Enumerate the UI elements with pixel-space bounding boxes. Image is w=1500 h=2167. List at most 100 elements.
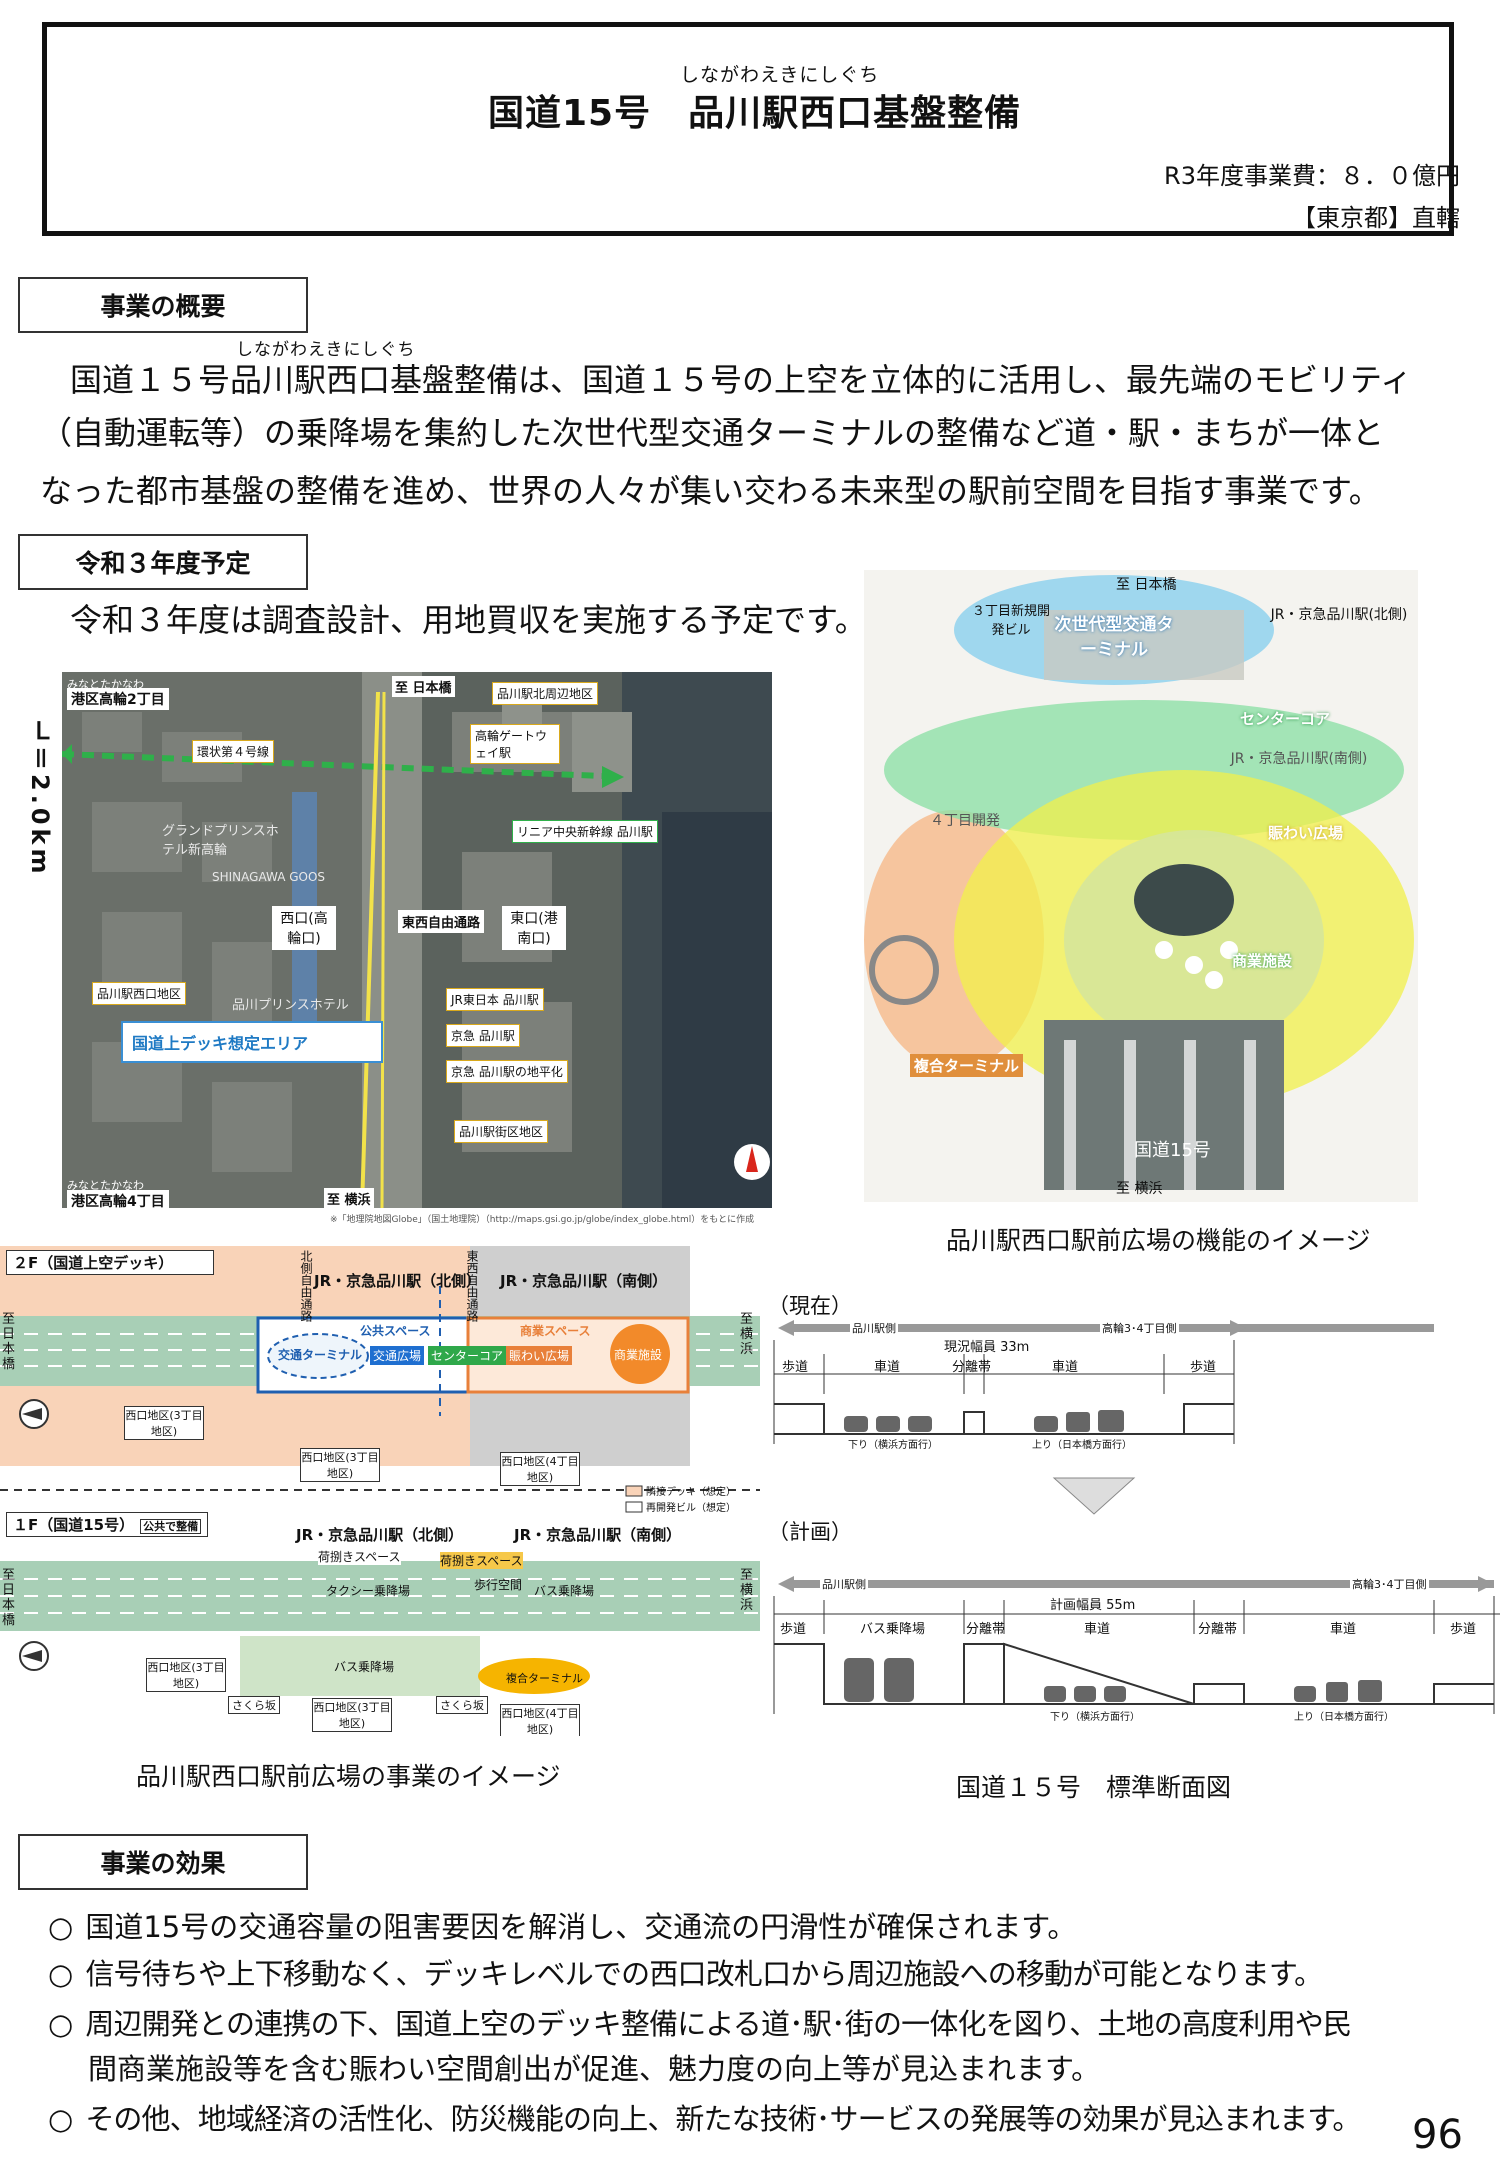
plan-zone-plaza: 賑わい広場: [506, 1346, 573, 1365]
plan-legend-deck: 隣接デッキ（想定）: [646, 1487, 736, 1498]
plan-floor2: ２F（国道上空デッキ）: [6, 1250, 215, 1275]
section-plan-bus: バス乗降場: [860, 1622, 926, 1637]
budget-text: R3年度事業費：８．０億円: [1164, 162, 1460, 190]
overview-ruby: しながわえきにしぐち: [236, 340, 416, 360]
jurisdiction-text: 【東京都】直轄: [1292, 204, 1460, 232]
plan-slope-2: さくら坂: [436, 1696, 488, 1714]
overview-line-1: 国道１５号品川駅西口基盤整備は、国道１５号の上空を立体的に活用し、最先端のモビリ…: [70, 361, 1413, 399]
section-cur-up: 上り（日本橋方面行）: [1032, 1440, 1132, 1451]
callout-kita-district: 品川駅北周辺地区: [492, 682, 599, 705]
plan-f1-loading-2: 荷捌きスペース: [440, 1552, 523, 1569]
plan-caption: 品川駅西口駅前広場の事業のイメージ: [136, 1762, 561, 1791]
aerial-top-ruby: みなとたかなわ: [67, 678, 144, 691]
map-name-prince: 品川プリンスホテル: [232, 998, 349, 1013]
aerial-top-label: 港区高輪2丁目: [67, 688, 169, 710]
section-plan-road-2: 車道: [1330, 1622, 1357, 1637]
plan-district-2: 西口地区(3丁目地区): [300, 1448, 380, 1482]
plan-f1-walkway: 歩行空間: [474, 1578, 523, 1592]
effect-text-1: 国道15号の交通容量の阻害要因を解消し、交通流の円滑性が確保されます。: [85, 1910, 1077, 1944]
aerial-side-label: 国道15号 品川駅西口基盤整備 延長Ｌ＝2.0km: [20, 668, 94, 1208]
persp-next-terminal: 次世代型交通ターミナル: [1054, 615, 1174, 660]
plan-public-space: 公共スペース: [360, 1324, 431, 1338]
section-current-right: 高輪3･4丁目側: [1100, 1320, 1179, 1336]
persp-jr-south: JR・京急品川駅(南側): [1230, 751, 1368, 767]
page-number: 96: [1412, 2112, 1463, 2158]
persp-jr-north: JR・京急品川駅(北側): [1270, 607, 1408, 623]
plan-zone-commercial: 商業施設: [614, 1348, 663, 1362]
persp-4chome: ４丁目開発: [930, 813, 1000, 829]
section-current-width: 現況幅員 33m: [944, 1340, 1030, 1355]
effect-item-2: ○信号待ちや上下移動なく、デッキレベルでの西口改札口から周辺施設への移動が可能と…: [48, 1957, 1323, 1991]
plan-slope-1: さくら坂: [228, 1696, 280, 1714]
persp-plaza: 賑わい広場: [1268, 824, 1344, 842]
plan-zone-terminal: 交通ターミナル: [278, 1348, 363, 1362]
plan-f1-bus-2: バス乗降場: [334, 1660, 395, 1674]
section-plan-sidewalk-r: 歩道: [1450, 1622, 1477, 1637]
callout-takanawa-gateway: 高輪ゲートウェイ駅: [470, 724, 560, 764]
map-name-hotel-new: グランドプリンスホテル新高輪: [162, 824, 279, 858]
cross-section: （現在） 品川駅側 高輪3･4丁目側 現況幅員 33m 歩道 車道 分離帯 車道…: [764, 1284, 1500, 1744]
plan-jr-south: JR・京急品川駅（南側）: [500, 1272, 668, 1290]
section-plan-down: 下り（横浜方面行）: [1050, 1712, 1140, 1723]
section-cur-median: 分離帯: [952, 1360, 992, 1375]
aerial-north-label: 至 日本橋: [392, 676, 455, 697]
section-plan-median-2: 分離帯: [1198, 1622, 1238, 1637]
section-plan-sidewalk-l: 歩道: [780, 1622, 807, 1637]
effect-item-3: ○周辺開発との連携の下、国道上空のデッキ整備による道･駅･街の一体化を図り、土地…: [48, 2007, 1352, 2041]
plan-f1-district-3: 西口地区(4丁目地区): [500, 1704, 580, 1736]
callout-east-exit: 東口(港南口): [502, 906, 566, 950]
plan-district-3: 西口地区(4丁目地区): [500, 1452, 580, 1486]
section-current-left: 品川駅側: [850, 1320, 898, 1336]
perspective-caption: 品川駅西口駅前広場の機能のイメージ: [946, 1226, 1371, 1255]
section-cur-road-l: 車道: [874, 1360, 901, 1375]
effect-text-3b: 間商業施設等を含む賑わい空間創出が促進、魅力度の向上等が見込まれます。: [88, 2052, 1101, 2086]
callout-keikyu-grade: 京急 品川駅の地平化: [446, 1060, 568, 1083]
aerial-credit: ※「地理院地図Globe」（国土地理院）（http://maps.gsi.go.…: [330, 1215, 755, 1225]
callout-deck-area: 国道上デッキ想定エリア: [132, 1034, 309, 1053]
overview-line-2: （自動運転等）の乗降場を集約した次世代型交通ターミナルの整備など道・駅・まちが一…: [40, 414, 1385, 452]
aerial-bottom-ruby: みなとたかなわ: [67, 1179, 144, 1192]
section-caption: 国道１５号 標準断面図: [956, 1773, 1232, 1802]
plan-commercial-space: 商業スペース: [520, 1324, 591, 1338]
plan-f1-jr-north: JR・京急品川駅（北側）: [296, 1526, 464, 1544]
section-plan-label: （計画）: [768, 1520, 852, 1544]
section-current-label: （現在）: [768, 1294, 852, 1318]
persp-commercial: 商業施設: [1232, 952, 1293, 970]
header-box: [42, 22, 1454, 236]
section-plan-left: 品川駅側: [820, 1576, 868, 1592]
section-label-effects: 事業の効果: [18, 1834, 308, 1890]
section-label-overview: 事業の概要: [18, 277, 308, 333]
perspective-art: [864, 570, 1418, 1202]
plan-district-1: 西口地区(3丁目地区): [124, 1406, 204, 1440]
aerial-south-label: 至 横浜: [324, 1188, 374, 1208]
effect-item-1: ○国道15号の交通容量の阻害要因を解消し、交通流の円滑性が確保されます。: [48, 1910, 1077, 1944]
section-plan-median-1: 分離帯: [966, 1622, 1006, 1637]
plan-floor1-box: １F（国道15号）公共で整備: [6, 1512, 209, 1537]
plan-f1-complex-terminal: 複合ターミナル: [506, 1672, 583, 1685]
section-cur-sidewalk-l: 歩道: [782, 1360, 809, 1375]
plan-f1-loading-1: 荷捌きスペース: [318, 1548, 401, 1565]
plan-floor1-tag: 公共で整備: [140, 1519, 202, 1534]
plan-f1-bus-1: バス乗降場: [534, 1584, 595, 1598]
plan-north-side: 至日本橋: [2, 1312, 16, 1372]
plan-f1-taxi: タクシー乗降場: [326, 1584, 411, 1598]
plan-diagram: ２F（国道上空デッキ） 北側自由通路 東西自由通路 JR・京急品川駅（北側） J…: [0, 1246, 760, 1736]
perspective-image: 至 日本橋 ３丁目新規開発ビル JR・京急品川駅(北側) 次世代型交通ターミナル…: [864, 570, 1418, 1202]
section-plan-up: 上り（日本橋方面行）: [1294, 1712, 1394, 1723]
plan-f1-jr-south: JR・京急品川駅（南側）: [514, 1526, 682, 1544]
map-name-goos: SHINAGAWA GOOS: [212, 870, 326, 884]
section-plan-width: 計画幅員 55m: [1050, 1598, 1136, 1613]
plan-north-passage: 北側自由通路: [299, 1250, 313, 1322]
aerial-photo: みなとたかなわ 港区高輪2丁目 みなとたかなわ 港区高輪4丁目 至 日本橋 至 …: [62, 672, 772, 1208]
persp-complex-terminal: 複合ターミナル: [910, 1054, 1024, 1077]
plan-legend-building: 再開発ビル（想定）: [646, 1503, 736, 1514]
plan-f1-district-1: 西口地区(3丁目地区): [146, 1658, 226, 1692]
callout-keikyu: 京急 品川駅: [446, 1024, 520, 1047]
callout-east-west-passage: 東西自由通路: [398, 910, 485, 933]
aerial-bottom-label: 港区高輪4丁目: [67, 1190, 169, 1208]
section-plan-right: 高輪3･4丁目側: [1350, 1576, 1429, 1592]
title-ruby: しながわえきにしぐち: [680, 64, 880, 86]
persp-road: 国道15号: [1134, 1140, 1211, 1161]
callout-kanjo4: 環状第４号線: [192, 740, 275, 763]
plan-f1-south-side: 至横浜: [740, 1568, 754, 1613]
